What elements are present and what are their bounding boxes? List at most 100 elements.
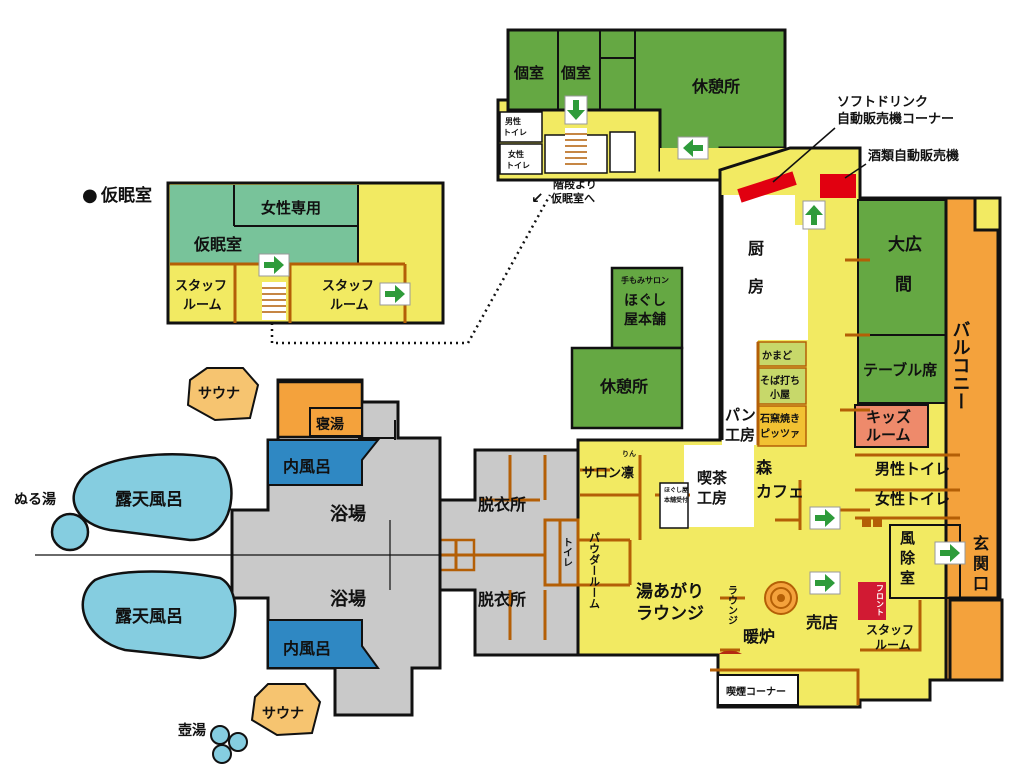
soft-drink-label: 自動販売機コーナー bbox=[837, 111, 954, 127]
massage-label: 屋本舗 bbox=[624, 311, 666, 328]
alcohol-vending bbox=[820, 174, 856, 198]
bakery-label: 工房 bbox=[725, 426, 755, 444]
bath-label: 浴場 bbox=[330, 504, 366, 525]
salon-rin-label: サロン凛 bbox=[582, 465, 634, 481]
pizza-label: ピッツァ bbox=[760, 428, 800, 440]
wind-room-label: 風 bbox=[900, 529, 915, 547]
rest-area-mid-block bbox=[570, 346, 684, 430]
soft-drink-label: ソフトドリンク bbox=[837, 95, 928, 110]
outdoor-bath-label: 露天風呂 bbox=[115, 490, 183, 510]
bath-building bbox=[230, 378, 442, 717]
legend-nap-title: 仮眠室 bbox=[100, 185, 152, 206]
mens-toilet-small: 男性 bbox=[505, 116, 521, 126]
staff-room-label: スタッフ bbox=[175, 279, 227, 294]
mens-toilet-small: トイレ bbox=[503, 128, 527, 137]
sauna-label: サウナ bbox=[262, 706, 304, 722]
inner-bath-label: 内風呂 bbox=[283, 457, 331, 476]
arrow-right-icon bbox=[379, 282, 411, 306]
soft-drink-vending bbox=[737, 171, 797, 203]
stove-icon bbox=[764, 581, 798, 615]
sauna-top bbox=[186, 367, 260, 422]
wind-room-label: 除 bbox=[900, 549, 916, 567]
arrow-right-icon bbox=[809, 506, 841, 530]
sleeping-bath-label: 寝湯 bbox=[316, 416, 344, 433]
inner-bath-label: 内風呂 bbox=[283, 639, 331, 658]
fireplace-label: 暖炉 bbox=[743, 627, 775, 646]
table-seats-label: テーブル席 bbox=[863, 361, 937, 379]
outdoor-bath-bottom bbox=[81, 570, 237, 660]
cafe-label: 工房 bbox=[697, 489, 727, 507]
diagonal-arrow-icon: ↙ bbox=[531, 189, 544, 207]
staff-room-label: スタッフ bbox=[866, 623, 914, 637]
arrow-up-icon bbox=[802, 200, 826, 230]
hall-label: 大広 bbox=[888, 234, 922, 255]
after-bath-lounge-label: 湯あがり bbox=[636, 581, 704, 602]
alcohol-vending-label: 酒類自動販売機 bbox=[868, 148, 959, 164]
powder-room-label: パウダールーム bbox=[588, 532, 601, 609]
legend-bullet: ● bbox=[82, 185, 98, 206]
staff-room-label: ルーム bbox=[330, 298, 369, 313]
changing-room-label: 脱衣所 bbox=[478, 495, 526, 514]
staff-room-label: ルーム bbox=[183, 298, 222, 313]
pot-baths bbox=[210, 725, 248, 764]
arrow-right-icon bbox=[258, 253, 290, 277]
soba-label: そば打ち bbox=[760, 374, 800, 387]
pizza-label: 石窯焼き bbox=[759, 412, 800, 425]
changing-room-label: 脱衣所 bbox=[478, 590, 526, 609]
honpo-reception-label: ほぐし屋 bbox=[664, 486, 688, 494]
soba-label: 小屋 bbox=[769, 388, 790, 401]
stairs-icon bbox=[565, 128, 587, 168]
forest-cafe-label: カフェ bbox=[756, 482, 804, 501]
womens-toilet-label: 女性トイレ bbox=[875, 490, 950, 508]
pot-bath-label: 壺湯 bbox=[178, 722, 206, 739]
arrow-right-icon bbox=[809, 571, 841, 595]
entrance-label: 関 bbox=[973, 554, 989, 573]
salon-rin-ruby: りん bbox=[622, 449, 636, 458]
hall-label: 間 bbox=[895, 275, 912, 295]
outdoor-bath-top bbox=[72, 453, 233, 542]
mens-toilet-label: 男性トイレ bbox=[875, 460, 950, 478]
wind-room-label: 室 bbox=[900, 569, 915, 587]
stairs-note: 階段より bbox=[553, 177, 597, 191]
kitchen-label: 厨 bbox=[748, 239, 764, 258]
massage-label: 手もみサロン bbox=[621, 275, 669, 285]
entrance-label: 口 bbox=[973, 574, 989, 593]
arrow-down-icon bbox=[564, 95, 588, 125]
bakery-label: パン bbox=[725, 406, 756, 424]
kamado-label: かまど bbox=[762, 349, 792, 362]
private-room-2: 個室 bbox=[560, 64, 591, 82]
after-bath-lounge-label: ラウンジ bbox=[636, 604, 704, 624]
staff-room-label: ルーム bbox=[875, 638, 911, 652]
cafe-label: 喫茶 bbox=[697, 469, 728, 487]
kids-room-label: ルーム bbox=[866, 426, 911, 444]
balcony-label: バルコニー bbox=[950, 320, 971, 410]
sauna-label: サウナ bbox=[198, 386, 240, 402]
staff-room-label: スタッフ bbox=[322, 279, 374, 294]
toilet-vertical-label: トイレ bbox=[561, 537, 573, 567]
arrow-right-icon bbox=[934, 541, 966, 565]
rest-area-top-label: 休憩所 bbox=[691, 77, 740, 96]
bath-label: 浴場 bbox=[330, 589, 366, 610]
nap-room-label: 仮眠室 bbox=[193, 235, 242, 254]
nap-room-inset bbox=[166, 181, 445, 325]
lukewarm-bath-label: ぬる湯 bbox=[14, 491, 56, 508]
entrance-label: 玄 bbox=[973, 534, 989, 553]
arrow-left-icon bbox=[677, 136, 709, 160]
smoking-corner-label: 喫煙コーナー bbox=[726, 685, 786, 698]
stairs-note: 仮眠室へ bbox=[550, 191, 595, 205]
front-desk-label: フロント bbox=[876, 584, 885, 616]
sauna-bottom bbox=[250, 683, 322, 737]
outdoor-bath-label: 露天風呂 bbox=[115, 607, 183, 627]
women-only-label: 女性専用 bbox=[261, 199, 321, 217]
changing-area bbox=[436, 448, 580, 657]
massage-label: ほぐし bbox=[624, 293, 666, 309]
private-room-1: 個室 bbox=[513, 64, 544, 82]
forest-cafe-label: 森 bbox=[756, 458, 773, 477]
lukewarm-bath bbox=[50, 512, 90, 552]
honpo-reception-label: 本舗受付 bbox=[664, 496, 688, 504]
lounge-vertical-label: ラウンジ bbox=[726, 585, 738, 625]
kids-room-label: キッズ bbox=[866, 408, 911, 426]
stairs-icon bbox=[262, 282, 286, 320]
dotted-route bbox=[270, 194, 552, 345]
